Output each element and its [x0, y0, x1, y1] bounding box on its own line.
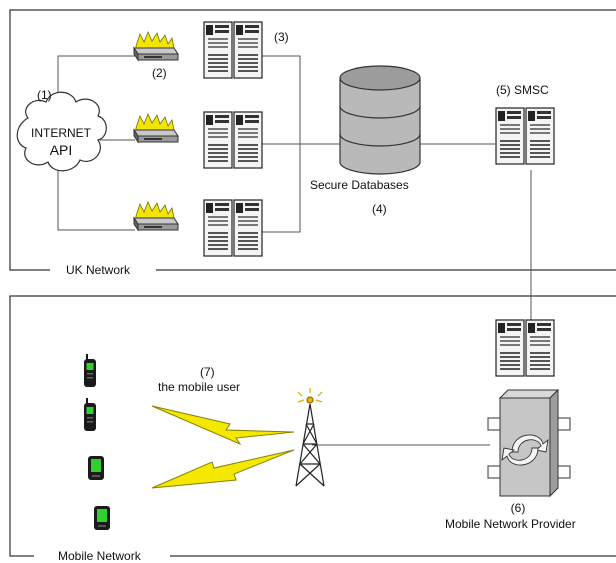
- firewall-number-label: (2): [152, 66, 167, 80]
- database-label: Secure Databases: [310, 178, 409, 192]
- mobile-phone-icon: [84, 354, 96, 387]
- mobile-user-number-label: (7): [200, 365, 215, 379]
- firewall-icon: [133, 113, 179, 143]
- uk-network-boundary: [9, 9, 616, 271]
- internet-api-label: API: [49, 142, 73, 158]
- radio-tower-icon: [295, 388, 325, 487]
- smsc-label: (5) SMSC: [496, 83, 549, 97]
- mobile-phone-icon: [84, 398, 96, 431]
- wireless-signal-icon: [151, 449, 295, 489]
- internet-cloud-icon: [16, 91, 107, 172]
- mobile-user-label: the mobile user: [158, 380, 241, 394]
- mobile-network-label: Mobile Network: [58, 549, 141, 563]
- firewall-icon: [133, 31, 179, 61]
- provider-label: Mobile Network Provider: [445, 517, 576, 531]
- server-rack-icon: [203, 199, 263, 257]
- database-icon: [339, 65, 421, 175]
- network-switch-icon: [487, 388, 571, 498]
- server-rack-icon: [203, 111, 263, 169]
- database-number-label: (4): [372, 202, 387, 216]
- servers-number-label: (3): [274, 30, 289, 44]
- internet-label: INTERNET: [31, 126, 91, 140]
- wireless-signal-icon: [151, 405, 295, 446]
- server-rack-icon: [203, 21, 263, 79]
- pda-device-icon: [94, 506, 110, 530]
- internet-number-label: (1): [37, 88, 52, 102]
- uk-network-label: UK Network: [66, 263, 131, 277]
- provider-server-icon: [495, 319, 555, 377]
- internet-to-bottom-link: [57, 168, 135, 231]
- provider-number-label: (6): [510, 501, 526, 515]
- mobile-network-boundary: [9, 295, 616, 557]
- pda-device-icon: [88, 456, 104, 480]
- firewall-icon: [133, 201, 179, 231]
- smsc-server-icon: [495, 107, 555, 165]
